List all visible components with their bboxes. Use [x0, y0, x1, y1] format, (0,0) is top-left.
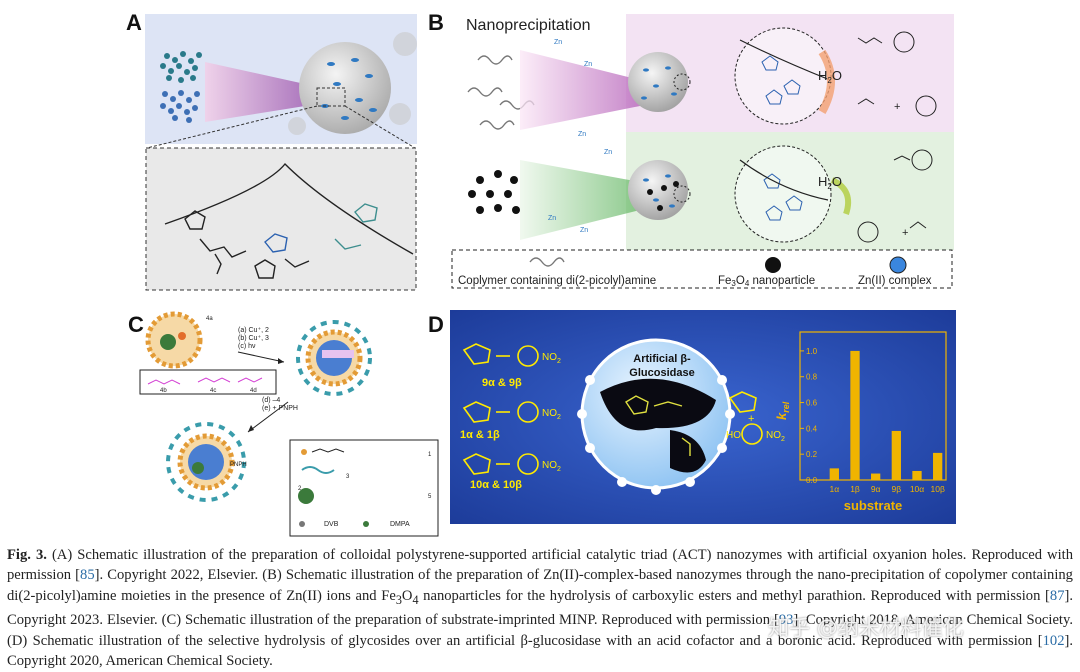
panel-a-label: A [126, 10, 142, 35]
y-axis-label: krel [774, 401, 791, 420]
legend-fe: Fe3O4 nanoparticle [718, 275, 815, 288]
water-label: H2O [818, 68, 842, 85]
svg-text:5: 5 [428, 494, 432, 500]
svg-text:+: + [902, 227, 908, 239]
svg-text:3: 3 [346, 474, 350, 480]
y-tick-label: 0.6 [806, 399, 818, 408]
bar-1β [850, 350, 860, 480]
panel-c-label: C [128, 312, 144, 337]
y-tick-label: 1.0 [806, 347, 818, 356]
svg-text:NO2: NO2 [542, 352, 561, 365]
svg-text:(b) Cu⁺, 3: (b) Cu⁺, 3 [238, 335, 269, 342]
bar-9β [891, 430, 901, 480]
svg-text:4c: 4c [210, 388, 216, 394]
bar-1α [829, 468, 839, 480]
zn-label: Zn [548, 215, 556, 222]
svg-text:NO2: NO2 [542, 408, 561, 421]
x-tick-label: 9β [892, 484, 902, 494]
krel-bar-chart: 0.0 0.2 0.4 0.6 0.8 1.0 1α 1β 9α 9β 10α 10β krel s… [774, 331, 947, 513]
x-tick-label: 1β [850, 484, 860, 494]
x-tick-label: 10α [910, 484, 924, 494]
x-axis-ticks: 1α 1β 9α 9β 10α 10β [830, 484, 945, 494]
reference-link[interactable]: 87 [1049, 587, 1065, 604]
svg-text:+: + [748, 413, 754, 425]
micelle-1 [145, 311, 203, 369]
substrate-10: 10α & 10β [470, 479, 522, 491]
svg-text:(c) hν: (c) hν [238, 343, 256, 350]
svg-text:NO2: NO2 [542, 460, 561, 473]
reference-link[interactable]: 85 [80, 567, 95, 584]
panel-a-figure [145, 14, 417, 291]
reference-link[interactable]: 102 [1042, 632, 1065, 649]
x-tick-label: 10β [930, 484, 944, 494]
y-tick-label: 0.0 [806, 476, 818, 485]
panel-d-figure: Artificial β- Glucosidase NO2 NO2 NO2 NO… [450, 310, 956, 524]
mip-particle-2 [166, 422, 246, 502]
polymer-clusters [160, 51, 202, 83]
substrate-9: 9α & 9β [482, 377, 522, 389]
legend-copolymer: Coplymer containing di(2-picolyl)amine [458, 275, 656, 287]
reference-link[interactable]: 93 [778, 612, 794, 629]
y-tick-label: 0.2 [806, 450, 818, 459]
svg-text:NO2: NO2 [766, 430, 785, 443]
zn-label: Zn [554, 39, 562, 46]
svg-text:4d: 4d [250, 388, 257, 394]
svg-text:(d) ‒4: (d) ‒4 [262, 397, 280, 404]
panel-c-figure: 4a (a) Cu⁺, 2 (b) Cu⁺, 3 (c) hν 4b 4c 4d… [139, 311, 439, 537]
svg-text:(a) Cu⁺, 2: (a) Cu⁺, 2 [238, 327, 269, 334]
svg-text:2: 2 [298, 486, 302, 492]
legend-zn: Zn(II) complex [858, 275, 932, 287]
svg-text:4b: 4b [160, 388, 167, 394]
bar-10α [912, 470, 922, 480]
substrate-1: 1α & 1β [460, 429, 500, 441]
panel-d-label: D [428, 312, 444, 337]
bar-9α [871, 473, 881, 480]
svg-text:1: 1 [428, 452, 432, 458]
figure-caption: Fig. 3. (A) Schematic illustration of th… [7, 547, 1073, 669]
panel-b-label: B [428, 10, 444, 35]
label-4a: 4a [206, 316, 213, 322]
svg-text:DMPA: DMPA [390, 521, 410, 528]
bars [829, 350, 943, 480]
x-tick-label: 1α [830, 484, 840, 494]
panel-b-title: Nanoprecipitation [466, 17, 591, 34]
watermark: 知乎 @纳米材料催化 [768, 616, 964, 640]
chemical-structure-a [164, 162, 414, 279]
bar-10β [933, 452, 943, 480]
panel-b-figure: Nanoprecipitation Zn Zn Zn Zn Zn Zn H2O [451, 14, 954, 289]
y-axis-ticks: 0.0 0.2 0.4 0.6 0.8 1.0 [800, 347, 818, 485]
zn-label: Zn [580, 227, 588, 234]
water-label: H2O [818, 174, 842, 191]
mip-particle-1 [296, 320, 372, 396]
svg-text:Artificial β-: Artificial β- [633, 353, 691, 365]
y-tick-label: 0.8 [806, 373, 818, 382]
svg-text:HO: HO [726, 430, 741, 441]
svg-text:DVB: DVB [324, 521, 339, 528]
zn-label: Zn [584, 61, 592, 68]
x-tick-label: 9α [871, 484, 881, 494]
svg-text:PNPH: PNPH [230, 462, 247, 468]
svg-text:Glucosidase: Glucosidase [629, 367, 694, 379]
zn-label: Zn [604, 149, 612, 156]
caption-fig-label: Fig. 3. [7, 547, 47, 563]
x-axis-label: substrate [844, 498, 903, 513]
y-tick-label: 0.4 [806, 424, 818, 433]
svg-text:+: + [894, 101, 900, 113]
zn-label: Zn [578, 131, 586, 138]
